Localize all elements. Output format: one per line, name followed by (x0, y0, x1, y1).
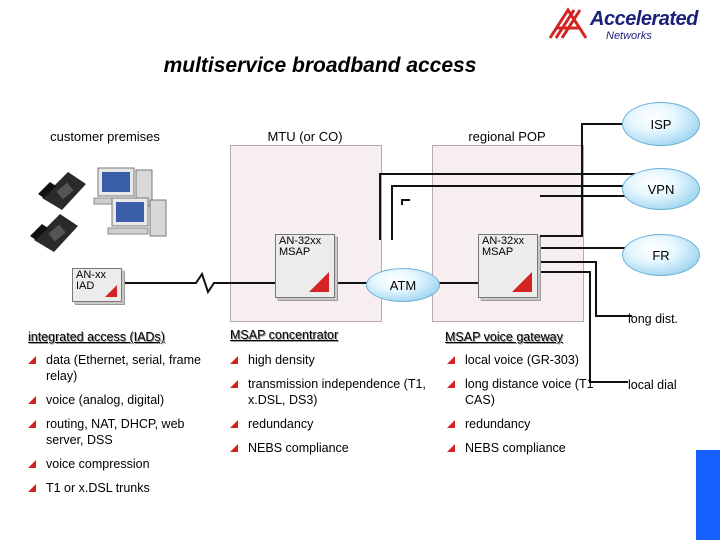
iad-column-heading: integrated access (IADs) (28, 330, 165, 344)
link-msap1-vpn-b (391, 185, 635, 240)
logo-subtitle: Networks (606, 30, 652, 42)
msap-voice-gateway-heading: MSAP voice gateway (445, 330, 563, 344)
list-item: routing, NAT, DHCP, web server, DSS (26, 416, 216, 448)
list-item: redundancy (228, 416, 428, 432)
list-item: local voice (GR-303) (445, 352, 610, 368)
atm-cloud: ATM (366, 268, 440, 302)
list-item: voice compression (26, 456, 216, 472)
bullet-icon (28, 420, 36, 428)
link-msap2-long (540, 261, 632, 317)
list-item: transmission independence (T1, x.DSL, DS… (228, 376, 428, 408)
bullet-icon (230, 420, 238, 428)
list-item: NEBS compliance (228, 440, 428, 456)
customer-premises-label: customer premises (50, 129, 160, 144)
list-item: voice (analog, digital) (26, 392, 216, 408)
link-pop-fr (401, 199, 410, 205)
list-item: data (Ethernet, serial, frame relay) (26, 352, 216, 384)
device-indicator-icon (309, 272, 329, 292)
link-msap2-isp (540, 123, 622, 237)
bullet-icon (28, 356, 36, 364)
bullet-icon (447, 356, 455, 364)
customer-equipment (30, 167, 167, 252)
bullet-icon (28, 484, 36, 492)
link-msap1-vpn-a (379, 173, 635, 240)
computer-icon (107, 197, 167, 237)
logo-icon (548, 7, 588, 39)
bullet-icon (447, 420, 455, 428)
iad-label: AN-xx IAD (76, 269, 106, 292)
bullet-icon (447, 444, 455, 452)
bullet-icon (230, 444, 238, 452)
logo-wordmark: Accelerated (590, 8, 698, 30)
list-item: high density (228, 352, 428, 368)
msap-concentrator-feature-list: high density transmission independence (… (228, 352, 428, 464)
local-dial-label: local dial (628, 378, 677, 392)
page-title: multiservice broadband access (163, 54, 477, 77)
bullet-icon (230, 356, 238, 364)
list-item: T1 or x.DSL trunks (26, 480, 216, 496)
decorative-bar (696, 450, 720, 540)
msap-voice-gateway-feature-list: local voice (GR-303) long distance voice… (445, 352, 610, 464)
msap-concentrator-device: AN-32xx MSAP (275, 234, 335, 298)
iad-feature-list: data (Ethernet, serial, frame relay) voi… (26, 352, 216, 504)
telephone-icon (30, 214, 78, 252)
vpn-cloud: VPN (622, 168, 700, 210)
bullet-icon (447, 380, 455, 388)
mtu-label: MTU (or CO) (267, 129, 343, 144)
bullet-icon (28, 460, 36, 468)
bullet-icon (230, 380, 238, 388)
link-msap2-local (540, 271, 628, 383)
msap-voice-gateway-device: AN-32xx MSAP (478, 234, 538, 298)
long-distance-label: long dist. (628, 312, 679, 326)
device-indicator-icon (512, 272, 532, 292)
iad-device: AN-xx IAD (72, 268, 122, 302)
list-item: long distance voice (T1 CAS) (445, 376, 610, 408)
isp-cloud: ISP (622, 102, 700, 146)
msap1-label: AN-32xx MSAP (279, 235, 322, 258)
telephone-icon (38, 172, 86, 210)
list-item: NEBS compliance (445, 440, 610, 456)
msap-concentrator-heading: MSAP concentrator (230, 328, 339, 342)
list-item: redundancy (445, 416, 610, 432)
msap2-label: AN-32xx MSAP (482, 235, 525, 258)
device-indicator-icon (105, 285, 117, 297)
fr-cloud: FR (622, 234, 700, 276)
bullet-icon (28, 396, 36, 404)
link-iad-msap (122, 271, 275, 295)
regional-pop-label: regional POP (468, 129, 546, 144)
